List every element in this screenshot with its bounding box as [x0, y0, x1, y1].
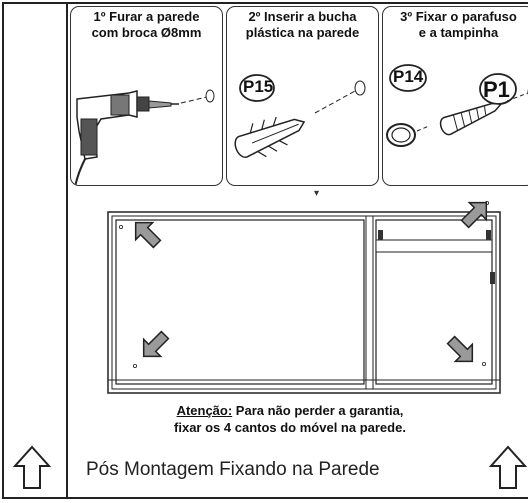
notice-line-1: Atenção: Para não perder a garantia,	[100, 402, 480, 419]
step-1-title: 1º Furar a parede com broca Ø8mm	[91, 9, 202, 40]
part-badge-p1: P1	[483, 77, 510, 102]
step-2-panel: 2º Inserir a bucha plástica na parede P1…	[226, 6, 379, 186]
step-1-panel: 1º Furar a parede com broca Ø8mm	[70, 6, 223, 186]
step-3-panel: 3º Fixar o parafuso e a tampinha P14 P1	[382, 6, 528, 186]
part-badge-p15: P15	[243, 77, 274, 96]
step-2-title: 2º Inserir a bucha plástica na parede	[245, 9, 360, 40]
page-footer-title: Pós Montagem Fixando na Parede	[86, 459, 380, 480]
warning-label: Atenção:	[176, 403, 233, 418]
screw-illustration	[386, 64, 528, 147]
center-mark: ▾	[314, 188, 320, 199]
left-margin-divider	[66, 2, 68, 499]
up-arrow-icon-left	[12, 445, 52, 489]
part-badge-p14: P14	[393, 67, 424, 86]
up-arrow-icon-right	[488, 445, 528, 489]
drill-illustration	[74, 89, 215, 185]
notice-line-2: fixar os 4 cantos do móvel na parede.	[174, 420, 406, 435]
step-3-title: 3º Fixar o parafuso e a tampinha	[400, 9, 517, 40]
notice-line-1-text: Para não perder a garantia,	[232, 403, 404, 418]
warning-notice: Atenção: Para não perder a garantia, fix…	[100, 402, 480, 436]
anchor-illustration	[234, 74, 366, 159]
